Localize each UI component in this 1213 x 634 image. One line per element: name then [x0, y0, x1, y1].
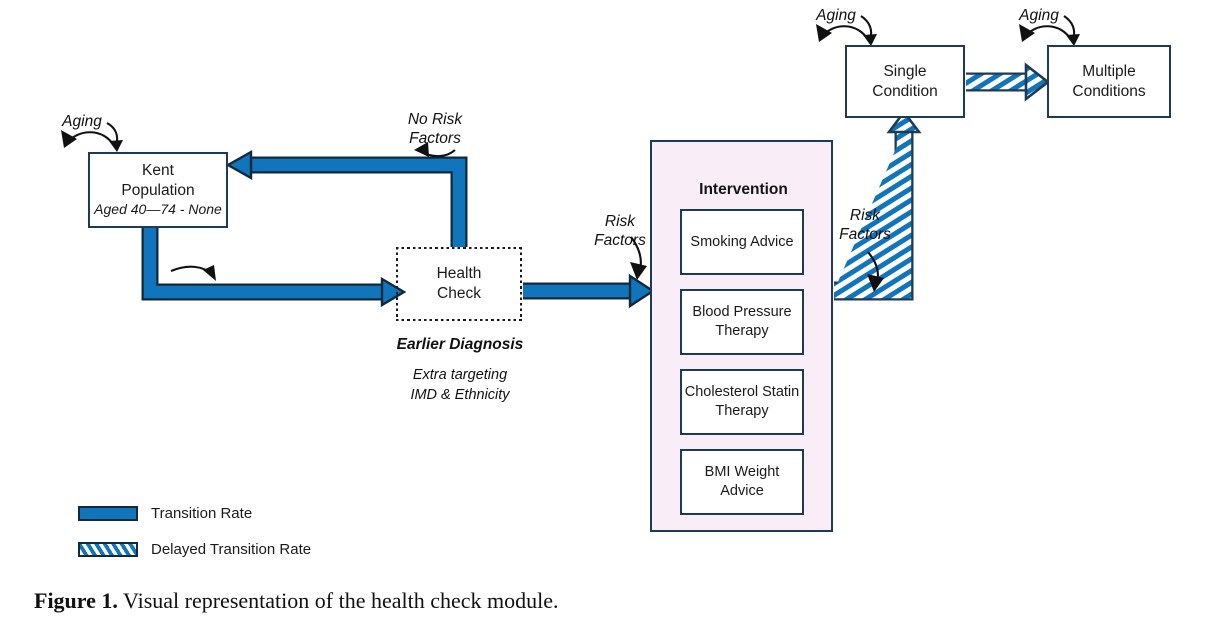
pointer-risk-factors-intervention-icon	[630, 236, 647, 280]
edge-health-check-to-kent-return	[225, 149, 468, 247]
earlier-diagnosis-heading: Earlier Diagnosis	[396, 336, 524, 353]
figure-caption-text: Visual representation of the health chec…	[117, 588, 559, 613]
cholesterol-line1: Cholesterol	[684, 384, 759, 401]
label-risk-factors-intervention: Risk Factors	[594, 213, 646, 250]
legend-item-delayed-transition-rate: Delayed Transition Rate	[78, 536, 311, 562]
figure-caption-prefix: Figure 1.	[34, 588, 118, 613]
cholesterol-line2: Statin Therapy	[715, 384, 800, 419]
intervention-title: Intervention	[699, 181, 788, 198]
node-multiple-conditions[interactable]: Multiple Conditions	[1047, 45, 1171, 118]
kent-population-line1: Kent	[142, 162, 174, 180]
edge-intervention-to-single-condition	[834, 109, 922, 301]
intervention-box-bmi-weight-advice[interactable]: BMI Weight Advice	[680, 449, 804, 515]
health-check-line1: Health	[436, 265, 482, 283]
edge-single-to-multiple-conditions	[966, 62, 1051, 102]
intervention-box-smoking-advice[interactable]: Smoking Advice	[680, 209, 804, 275]
pointer-no-risk-factors-icon	[414, 142, 456, 158]
label-aging-kent: Aging	[62, 113, 102, 130]
blood-pressure-line2: Therapy	[715, 323, 769, 339]
solid-swatch-icon	[78, 505, 138, 521]
hatched-swatch-icon	[78, 541, 138, 557]
earlier-diagnosis-detail: Extra targeting IMD & Ethnicity	[410, 367, 510, 403]
legend-label-transition-rate: Transition Rate	[151, 504, 253, 522]
multiple-conditions-line1: Multiple	[1082, 62, 1136, 80]
label-risk-factors-condition: Risk Factors	[839, 207, 891, 244]
edge-health-check-to-intervention	[523, 273, 656, 309]
aging-loop-single-condition-icon	[816, 15, 877, 46]
blood-pressure-line1: Blood Pressure	[692, 304, 792, 321]
flow-pointer-kent-icon	[170, 265, 216, 281]
multiple-conditions-line2: Conditions	[1072, 82, 1146, 100]
intervention-panel: Intervention Smoking Advice Blood Pressu…	[650, 140, 833, 532]
smoking-advice-line1: Smoking	[690, 233, 747, 250]
edge-kent-to-health-check	[141, 227, 407, 308]
label-aging-single-condition: Aging	[816, 7, 856, 24]
legend-item-transition-rate: Transition Rate	[78, 500, 311, 526]
label-aging-multiple-conditions: Aging	[1019, 7, 1059, 24]
kent-population-line2: Population	[121, 182, 195, 200]
label-no-risk-factors: No Risk Factors	[407, 111, 463, 148]
legend: Transition Rate Delayed Transition Rate	[78, 500, 311, 562]
smoking-advice-line2: Advice	[750, 233, 794, 250]
single-condition-line2: Condition	[872, 82, 938, 100]
intervention-box-blood-pressure-therapy[interactable]: Blood Pressure Therapy	[680, 289, 804, 355]
node-health-check[interactable]: Health Check	[396, 247, 522, 321]
health-check-line2: Check	[437, 285, 481, 302]
intervention-box-cholesterol-statin-therapy[interactable]: Cholesterol Statin Therapy	[680, 369, 804, 435]
aging-loop-kent-icon	[61, 122, 123, 152]
node-kent-population[interactable]: Kent Population Aged 40—74 - None	[88, 152, 228, 228]
pointer-risk-factors-condition-icon	[867, 251, 884, 292]
figure-caption: Figure 1. Visual representation of the h…	[34, 588, 1174, 614]
bmi-line2: Weight Advice	[720, 464, 780, 499]
single-condition-line1: Single	[883, 62, 927, 80]
aging-loop-multiple-conditions-icon	[1019, 15, 1080, 46]
kent-population-line3: Aged 40—74 - None	[94, 200, 222, 217]
node-single-condition[interactable]: Single Condition	[845, 45, 965, 118]
legend-label-delayed-transition-rate: Delayed Transition Rate	[151, 540, 312, 558]
bmi-line1: BMI	[704, 464, 731, 481]
